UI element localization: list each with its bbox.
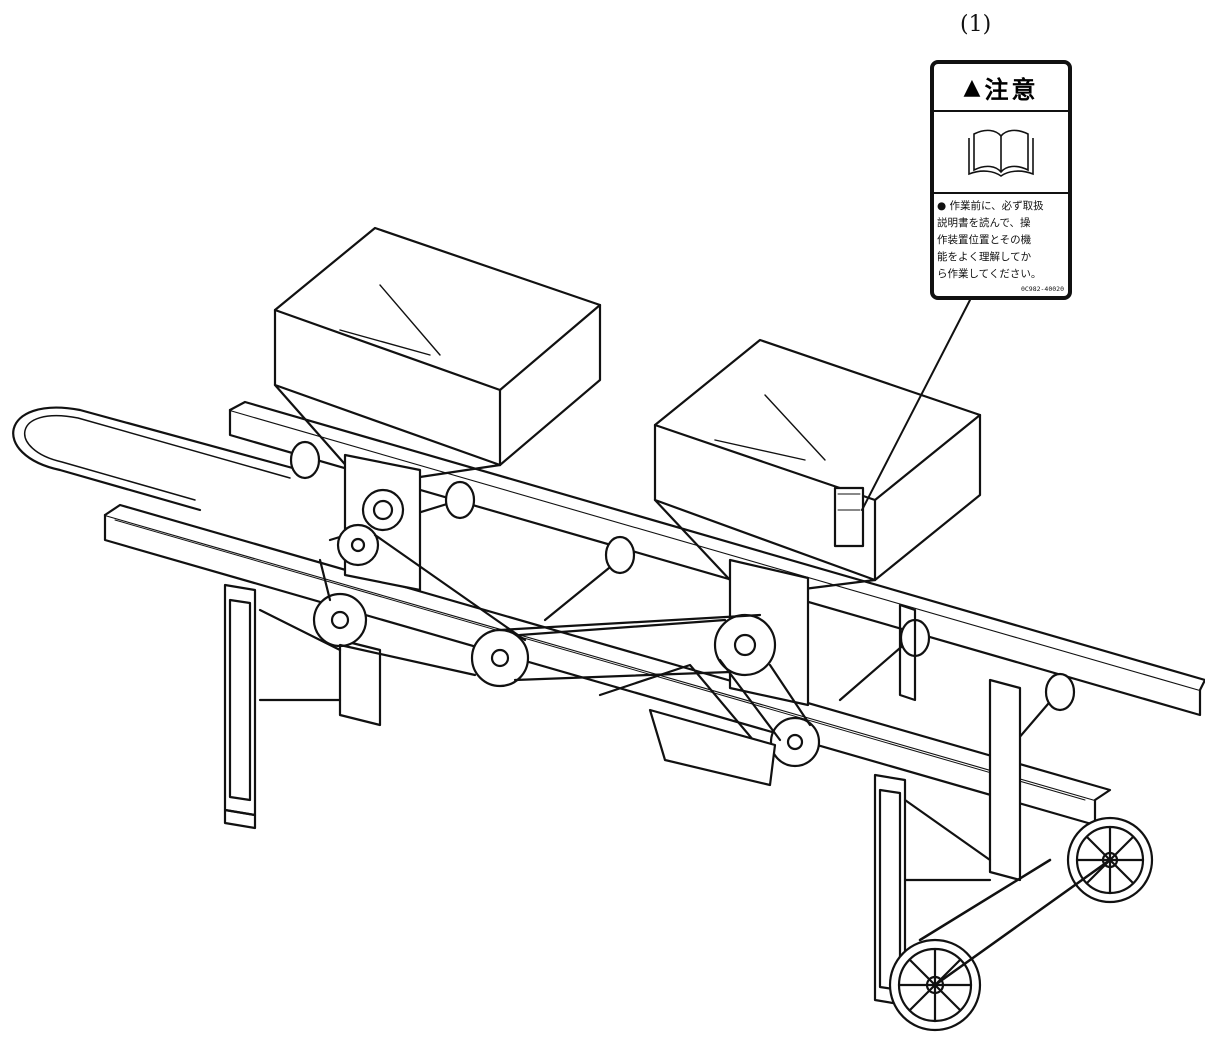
label-line: ら作業してください。 xyxy=(937,268,1042,280)
warning-triangle-icon: ▲ xyxy=(963,74,981,100)
part-code: 0C982-40020 xyxy=(1020,285,1064,293)
label-line: 能をよく理解してか xyxy=(937,251,1032,263)
callout-number: (1) xyxy=(960,12,992,37)
loop-handle xyxy=(12,406,302,512)
callout-leader xyxy=(861,299,971,511)
label-line: 作装置位置とその機 xyxy=(937,234,1032,246)
label-instructions: ● 作業前に、必ず取扱 説明書を読んで、操 作装置位置とその機 能をよく理解して… xyxy=(934,192,1068,283)
caution-label: ▲ 注意 ● 作業前に、必ず取扱 説明書を読んで、操 作装置位置とその機 能をよ… xyxy=(930,60,1072,300)
label-line: ● 作業前に、必ず取扱 xyxy=(937,200,1044,212)
hopper-left xyxy=(273,226,602,592)
label-header: ▲ 注意 xyxy=(934,64,1068,112)
collection-tray xyxy=(648,708,777,787)
open-book-icon xyxy=(968,129,1034,177)
label-title: 注意 xyxy=(984,75,1039,104)
label-line: 説明書を読んで、操 xyxy=(937,217,1031,229)
hopper-right xyxy=(653,338,982,707)
